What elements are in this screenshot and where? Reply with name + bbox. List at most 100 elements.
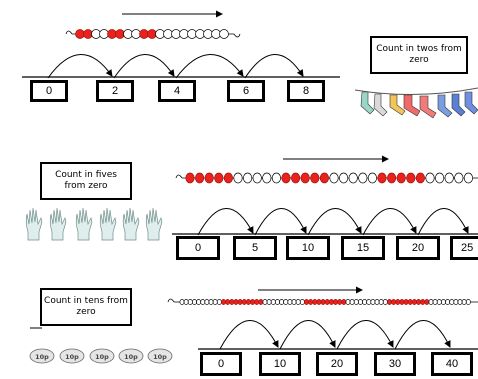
- red-bead: [407, 299, 413, 305]
- white-bead: [187, 299, 193, 305]
- white-bead: [208, 299, 214, 305]
- white-bead: [171, 29, 181, 39]
- white-bead: [382, 299, 388, 305]
- white-bead: [252, 172, 262, 184]
- white-bead: [362, 299, 368, 305]
- svg-text:10p: 10p: [35, 353, 49, 361]
- red-bead: [195, 172, 205, 184]
- tens-number-box: 40: [431, 352, 473, 376]
- white-bead: [436, 299, 442, 305]
- red-bead: [399, 299, 405, 305]
- red-bead: [316, 299, 322, 305]
- white-bead: [163, 29, 173, 39]
- jump-arc: [244, 54, 304, 79]
- fives-number-box: 5: [233, 236, 277, 260]
- red-bead: [139, 29, 149, 39]
- hands-icon: [25, 207, 163, 241]
- white-bead: [204, 299, 210, 305]
- white-bead: [155, 29, 165, 39]
- white-bead: [358, 299, 363, 305]
- red-bead: [147, 29, 157, 39]
- jump-arc: [113, 54, 175, 79]
- red-bead: [250, 299, 255, 305]
- white-bead: [219, 29, 229, 39]
- jump-arc: [307, 208, 362, 236]
- white-bead: [366, 299, 372, 305]
- red-bead: [214, 172, 224, 184]
- white-bead: [191, 299, 197, 305]
- jump-arc: [254, 208, 307, 236]
- white-bead: [270, 299, 276, 305]
- red-bead: [185, 172, 195, 184]
- twos-number-box: 0: [30, 80, 68, 102]
- red-bead: [221, 299, 226, 305]
- white-bead: [216, 299, 222, 305]
- red-bead: [204, 172, 214, 184]
- fives-instruction-label: Count in fives from zero: [40, 162, 132, 200]
- twos-jump-arcs: [47, 54, 304, 79]
- fives-number-box: 25: [450, 236, 478, 260]
- white-bead: [374, 299, 380, 305]
- red-bead: [403, 299, 409, 305]
- red-bead: [341, 299, 347, 305]
- white-bead: [283, 299, 289, 305]
- white-bead: [291, 299, 297, 305]
- twos-number-box: 6: [227, 80, 265, 102]
- white-bead: [463, 172, 473, 184]
- twos-number-box: 4: [158, 80, 196, 102]
- red-bead: [377, 172, 387, 184]
- tens-number-box: 30: [374, 352, 416, 376]
- red-bead: [310, 172, 320, 184]
- white-bead: [195, 29, 205, 39]
- white-bead: [348, 172, 358, 184]
- red-bead: [324, 299, 330, 305]
- red-bead: [391, 299, 397, 305]
- white-bead: [428, 299, 434, 305]
- white-bead: [279, 299, 285, 305]
- white-bead: [295, 299, 301, 305]
- red-bead: [411, 299, 417, 305]
- white-bead: [187, 29, 197, 39]
- white-bead: [183, 299, 189, 305]
- white-bead: [445, 299, 451, 305]
- socks-on-line-icon: [354, 87, 478, 119]
- red-bead: [337, 299, 343, 305]
- red-bead: [406, 172, 416, 184]
- jump-arc: [417, 208, 469, 236]
- red-bead: [281, 172, 291, 184]
- white-bead: [345, 299, 351, 305]
- jump-arc: [362, 208, 417, 236]
- red-bead: [333, 299, 338, 305]
- white-bead: [367, 172, 377, 184]
- jump-arc: [197, 208, 254, 236]
- red-bead: [225, 299, 231, 305]
- white-bead: [266, 299, 272, 305]
- white-bead: [339, 172, 349, 184]
- white-bead: [287, 299, 293, 305]
- red-bead: [241, 299, 247, 305]
- white-bead: [435, 172, 445, 184]
- white-bead: [461, 299, 467, 305]
- white-bead: [271, 172, 281, 184]
- red-bead: [291, 172, 301, 184]
- white-bead: [378, 299, 384, 305]
- white-bead: [262, 299, 268, 305]
- white-bead: [449, 299, 455, 305]
- red-bead: [223, 172, 233, 184]
- white-bead: [329, 172, 339, 184]
- white-bead: [454, 172, 464, 184]
- tens-number-box: 10: [259, 352, 301, 376]
- white-bead: [131, 29, 141, 39]
- red-bead: [387, 172, 397, 184]
- svg-text:10p: 10p: [153, 353, 167, 361]
- white-bead: [441, 299, 446, 305]
- red-bead: [395, 299, 401, 305]
- red-bead: [233, 299, 239, 305]
- fives-number-box: 10: [286, 236, 330, 260]
- jump-arc: [219, 320, 279, 350]
- white-bead: [233, 172, 243, 184]
- white-bead: [200, 299, 206, 305]
- svg-text:10p: 10p: [95, 353, 109, 361]
